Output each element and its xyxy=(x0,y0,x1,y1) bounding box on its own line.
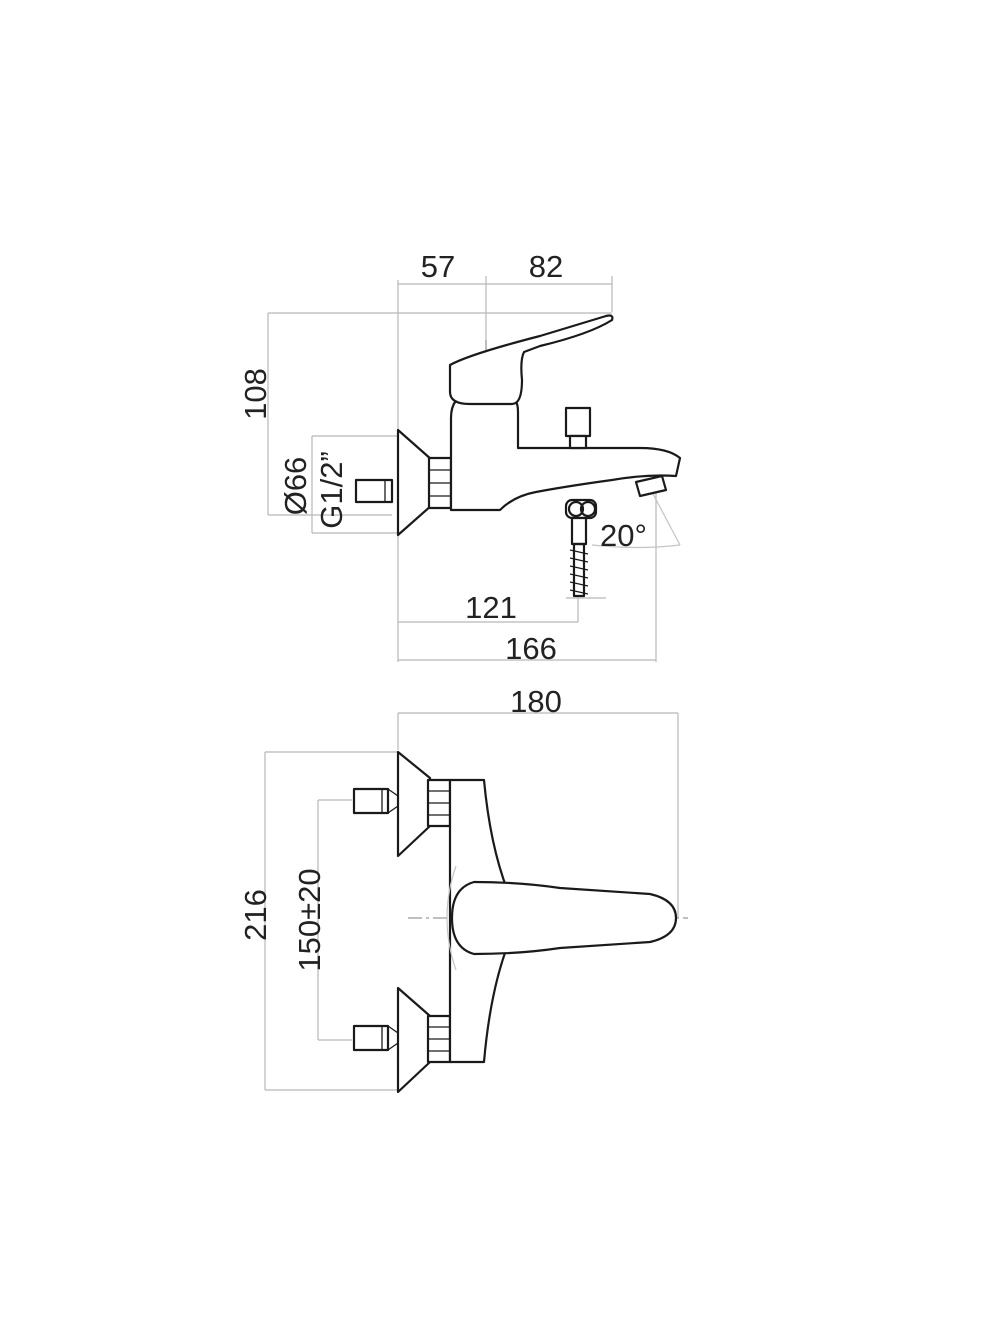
dim-label-angle: 20° xyxy=(600,518,647,553)
dim-label-108: 108 xyxy=(238,368,273,420)
dim-label-166: 166 xyxy=(505,631,557,666)
dim-label-inlet-spacing: 150±20 xyxy=(292,868,327,971)
front-view: 180 216 150±20 xyxy=(238,684,688,1094)
front-lever-handle xyxy=(450,880,678,956)
side-wall-flange xyxy=(396,428,434,537)
dim-label-180: 180 xyxy=(510,684,562,719)
front-bottom-inlet xyxy=(352,986,452,1094)
side-hex-nut xyxy=(427,456,453,510)
side-hose-outlet xyxy=(564,498,606,599)
side-view-dimension-lines xyxy=(267,276,681,662)
side-diverter-knob xyxy=(564,406,592,450)
side-lever-handle xyxy=(448,314,614,406)
dim-label-57: 57 xyxy=(421,249,455,284)
side-spout-aerator xyxy=(634,474,668,498)
dim-label-216: 216 xyxy=(238,889,273,941)
side-inlet-pipe xyxy=(354,478,394,504)
side-view: 57 82 108 Ø66 G1/2” 20° 121 166 xyxy=(238,249,682,666)
front-view-dimension-lines xyxy=(264,712,679,1091)
dim-label-flange-diameter: Ø66 xyxy=(278,457,313,516)
dim-label-82: 82 xyxy=(529,249,563,284)
front-top-inlet xyxy=(352,750,452,858)
dim-label-121: 121 xyxy=(465,590,517,625)
dim-label-thread: G1/2” xyxy=(314,451,349,529)
